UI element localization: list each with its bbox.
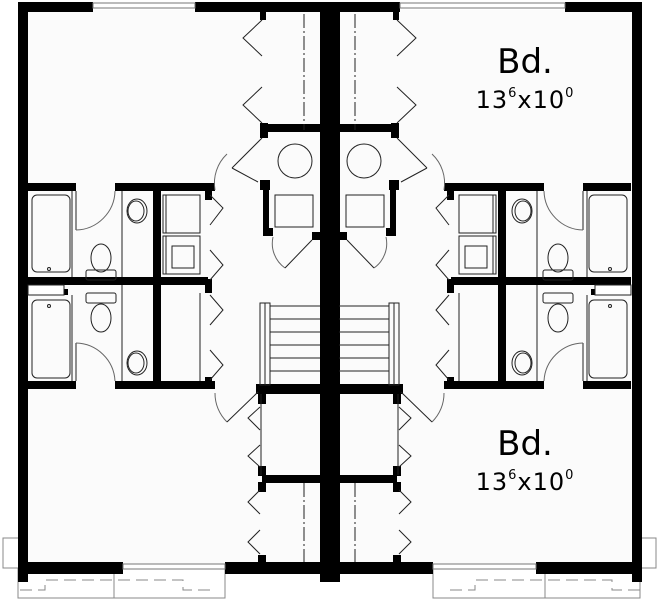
room-name: Bd. — [497, 424, 553, 464]
room-dimensions: 136x100 — [475, 86, 575, 114]
party-wall — [320, 2, 340, 582]
room-dimensions: 136x100 — [475, 468, 575, 496]
fixtures-left — [27, 14, 320, 562]
room-label-bedroom-top: Bd. 136x100 — [455, 44, 595, 114]
interior-walls-right — [319, 12, 631, 563]
room-label-bedroom-bottom: Bd. 136x100 — [455, 426, 595, 496]
room-name: Bd. — [497, 42, 553, 82]
windows — [92, 2, 566, 570]
